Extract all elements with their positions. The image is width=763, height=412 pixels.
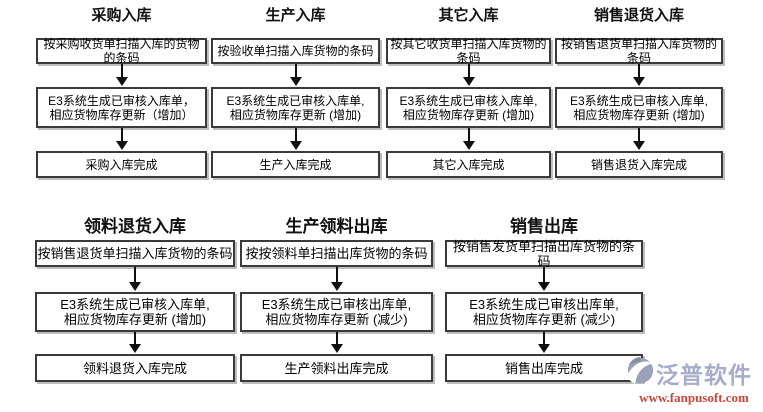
complete-step-box: 其它入库完成: [386, 151, 551, 178]
down-arrow-icon: [445, 332, 643, 353]
down-arrow-icon: [240, 332, 433, 353]
complete-step-box: 采购入库完成: [36, 151, 207, 178]
flow-title: 销售出库: [510, 217, 578, 236]
complete-step-box: 生产领料出库完成: [240, 354, 433, 382]
flow-title: 领料退货入库: [84, 217, 186, 236]
down-arrow-icon: [386, 64, 551, 86]
down-arrow-icon: [36, 128, 207, 150]
system-step-line2: 相应货物库存更新 (减少): [265, 312, 408, 327]
system-step-line2: 相应货物库存更新 (减少): [472, 312, 616, 327]
flow-other-inbound: 其它入库 按其它收货单扫描入库货物的条码 E3系统生成已审核入库单, 相应货物库…: [386, 0, 551, 185]
flow-production-inbound: 生产入库 按验收单扫描入库货物的条码 E3系统生成已审核入库单, 相应货物库存更…: [211, 0, 380, 185]
scan-step-box: 按采购收货单扫描入库的货物的条码: [36, 37, 207, 65]
flow-sales-outbound: 销售出库 按销售发货单扫描出库货物的条码 E3系统生成已审核出库单, 相应货物库…: [445, 209, 643, 394]
system-step-box: E3系统生成已审核出库单, 相应货物库存更新 (减少): [445, 292, 643, 332]
system-step-line1: E3系统生成已审核入库单,: [60, 297, 210, 312]
system-step-line2: 相应货物库存更新 (增加): [229, 107, 362, 122]
scan-step-box: 按销售退货单扫描入库货物的条码: [35, 240, 235, 267]
flow-title: 其它入库: [438, 7, 499, 24]
scan-step-box: 按验收单扫描入库货物的条码: [211, 38, 380, 64]
scan-step-box: 按其它收货单扫描入库货物的条码: [386, 37, 551, 65]
down-arrow-icon: [35, 332, 235, 353]
flow-sales-return-inbound: 销售退货入库 按销售退货单扫描入库货物的条码 E3系统生成已审核入库单, 相应货…: [555, 0, 723, 185]
complete-step-box: 领料退货入库完成: [35, 354, 235, 382]
system-step-box: E3系统生成已审核出库单, 相应货物库存更新 (减少): [240, 292, 433, 332]
logo-brand-text: 泛普软件: [656, 362, 752, 388]
down-arrow-icon: [240, 267, 433, 291]
flow-title: 生产入库: [265, 7, 326, 24]
system-step-line1: E3系统生成已审核入库单，: [48, 93, 195, 108]
complete-step-box: 销售退货入库完成: [555, 151, 723, 178]
down-arrow-icon: [35, 267, 235, 291]
down-arrow-icon: [36, 64, 207, 86]
system-step-line1: E3系统生成已审核入库单,: [226, 93, 365, 108]
down-arrow-icon: [386, 128, 551, 150]
system-step-line1: E3系统生成已审核出库单,: [261, 297, 412, 312]
flow-production-material-outbound: 生产领料出库 按按领料单扫描出库货物的条码 E3系统生成已审核出库单, 相应货物…: [240, 209, 433, 394]
down-arrow-icon: [445, 267, 643, 291]
system-step-line1: E3系统生成已审核入库单,: [399, 93, 538, 108]
system-step-line2: 相应货物库存更新 (增加): [573, 107, 705, 122]
flow-title: 销售退货入库: [593, 7, 684, 24]
scan-step-box: 按按领料单扫描出库货物的条码: [240, 240, 433, 267]
system-step-line2: 相应货物库存更新（增加）: [49, 107, 194, 122]
fanpu-logo: 泛普软件 www.fanpusoft.com: [627, 356, 761, 406]
down-arrow-icon: [555, 64, 723, 86]
system-step-line1: E3系统生成已审核入库单,: [569, 93, 708, 108]
down-arrow-icon: [555, 128, 723, 150]
scan-step-box: 按销售发货单扫描出库货物的条码: [445, 239, 643, 269]
flow-title: 采购入库: [91, 7, 152, 24]
system-step-box: E3系统生成已审核入库单， 相应货物库存更新（增加）: [36, 87, 207, 128]
fanpu-logo-icon: [627, 356, 654, 390]
system-step-box: E3系统生成已审核入库单, 相应货物库存更新 (增加): [555, 87, 723, 128]
system-step-line2: 相应货物库存更新 (增加): [402, 107, 535, 122]
system-step-box: E3系统生成已审核入库单, 相应货物库存更新 (增加): [211, 87, 380, 128]
complete-step-box: 销售出库完成: [445, 354, 643, 382]
system-step-box: E3系统生成已审核入库单, 相应货物库存更新 (增加): [35, 292, 235, 332]
down-arrow-icon: [211, 128, 380, 150]
down-arrow-icon: [211, 64, 380, 86]
system-step-line1: E3系统生成已审核出库单,: [469, 297, 619, 312]
complete-step-box: 生产入库完成: [211, 151, 380, 178]
system-step-box: E3系统生成已审核入库单, 相应货物库存更新 (增加): [386, 87, 551, 128]
logo-url-text: www.fanpusoft.com: [639, 390, 749, 405]
flow-material-return-inbound: 领料退货入库 按销售退货单扫描入库货物的条码 E3系统生成已审核入库单, 相应货…: [35, 209, 235, 394]
flow-purchase-inbound: 采购入库 按采购收货单扫描入库的货物的条码 E3系统生成已审核入库单， 相应货物…: [36, 0, 207, 185]
flow-title: 生产领料出库: [285, 217, 388, 236]
scan-step-box: 按销售退货单扫描入库货物的条码: [555, 37, 723, 65]
system-step-line2: 相应货物库存更新 (增加): [63, 312, 207, 327]
